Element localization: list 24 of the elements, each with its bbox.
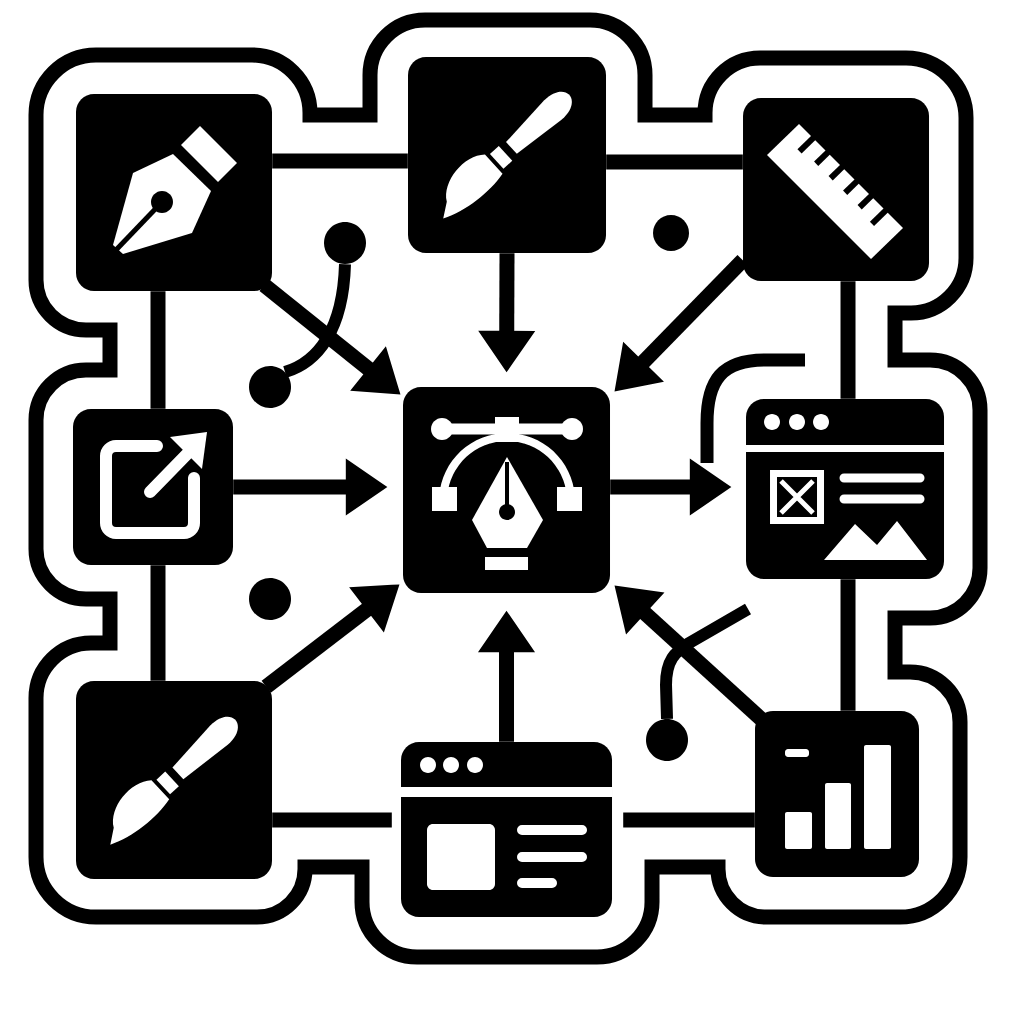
curved-line	[660, 603, 751, 719]
dot	[249, 578, 291, 620]
dot	[249, 366, 291, 408]
connector-line	[840, 579, 856, 711]
connector-line	[150, 565, 166, 681]
ruler-icon	[743, 98, 929, 281]
dot	[324, 222, 366, 264]
connector-line	[272, 812, 392, 828]
dot	[646, 719, 688, 761]
browser-window-icon	[746, 399, 944, 579]
curved-line	[282, 263, 351, 378]
connector-line	[623, 812, 755, 828]
browser-window-icon	[401, 742, 612, 917]
bar-chart-icon	[755, 711, 919, 877]
connector-line	[272, 153, 408, 169]
paintbrush-icon	[408, 57, 606, 253]
external-link-icon	[73, 409, 233, 565]
connector-line	[150, 291, 166, 409]
pen-nib-icon	[76, 94, 272, 291]
dot	[653, 215, 689, 251]
pen-tool-icon	[403, 387, 610, 593]
connector-line	[840, 281, 856, 399]
paintbrush-icon	[76, 681, 272, 879]
connector-line	[606, 154, 743, 170]
